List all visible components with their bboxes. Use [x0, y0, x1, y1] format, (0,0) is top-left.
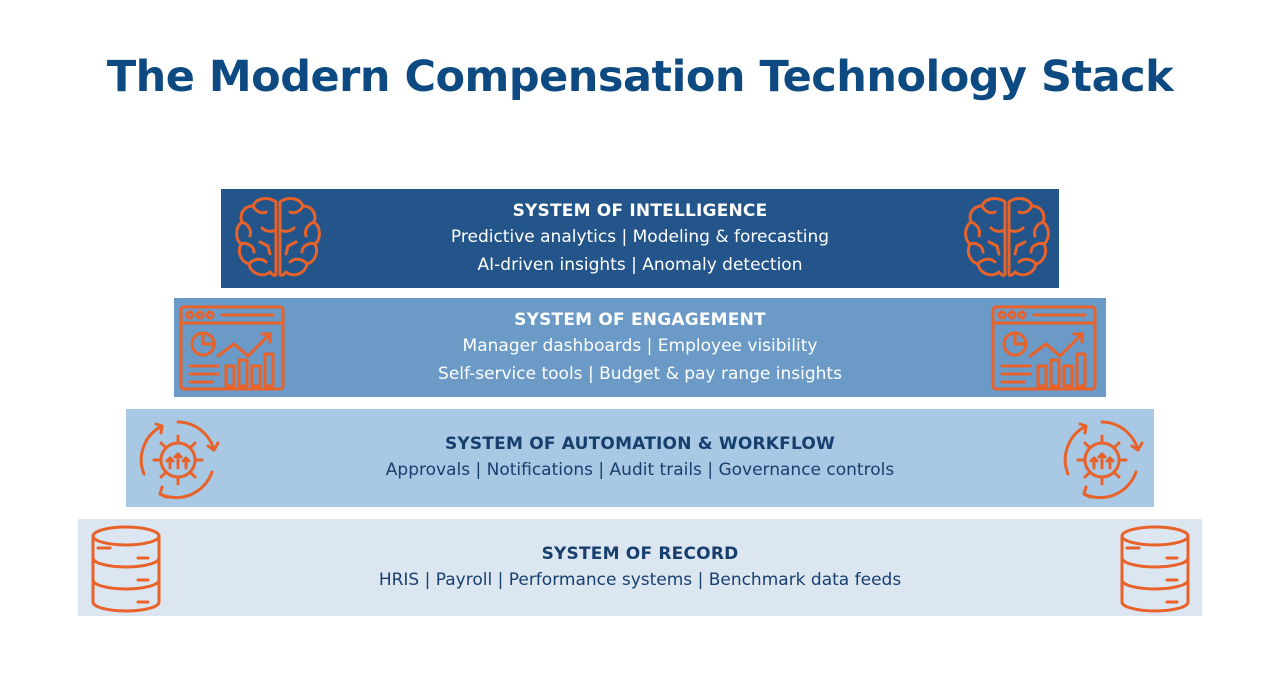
layer-heading: SYSTEM OF INTELLIGENCE [512, 200, 768, 221]
layer-heading: SYSTEM OF AUTOMATION & WORKFLOW [444, 434, 836, 454]
gear-cycle-icon [132, 414, 224, 506]
layer-line: AI-driven insights | Anomaly detection [477, 254, 803, 275]
layer-line: HRIS | Payroll | Performance systems | B… [378, 569, 902, 590]
brain-icon [961, 192, 1053, 284]
layer-system-of-automation-workflow: SYSTEM OF AUTOMATION & WORKFLOW Approval… [126, 409, 1154, 507]
gear-cycle-icon [1056, 414, 1148, 506]
layer-system-of-intelligence: SYSTEM OF INTELLIGENCE Predictive analyt… [221, 189, 1059, 288]
dashboard-icon [990, 304, 1098, 392]
page-title: The Modern Compensation Technology Stack [106, 52, 1174, 102]
layer-system-of-engagement: SYSTEM OF ENGAGEMENT Manager dashboards … [174, 298, 1106, 397]
layer-heading: SYSTEM OF ENGAGEMENT [514, 309, 766, 330]
layer-line: Manager dashboards | Employee visibility [462, 335, 818, 356]
database-icon [1117, 524, 1193, 614]
layer-system-of-record: SYSTEM OF RECORD HRIS | Payroll | Perfor… [78, 519, 1202, 616]
brain-icon [232, 192, 324, 284]
layer-line: Approvals | Notifications | Audit trails… [385, 460, 895, 480]
layer-heading: SYSTEM OF RECORD [541, 543, 739, 564]
dashboard-icon [178, 304, 286, 392]
layer-line: Self-service tools | Budget & pay range … [438, 363, 842, 384]
database-icon [88, 524, 164, 614]
layer-line: Predictive analytics | Modeling & foreca… [450, 226, 830, 247]
